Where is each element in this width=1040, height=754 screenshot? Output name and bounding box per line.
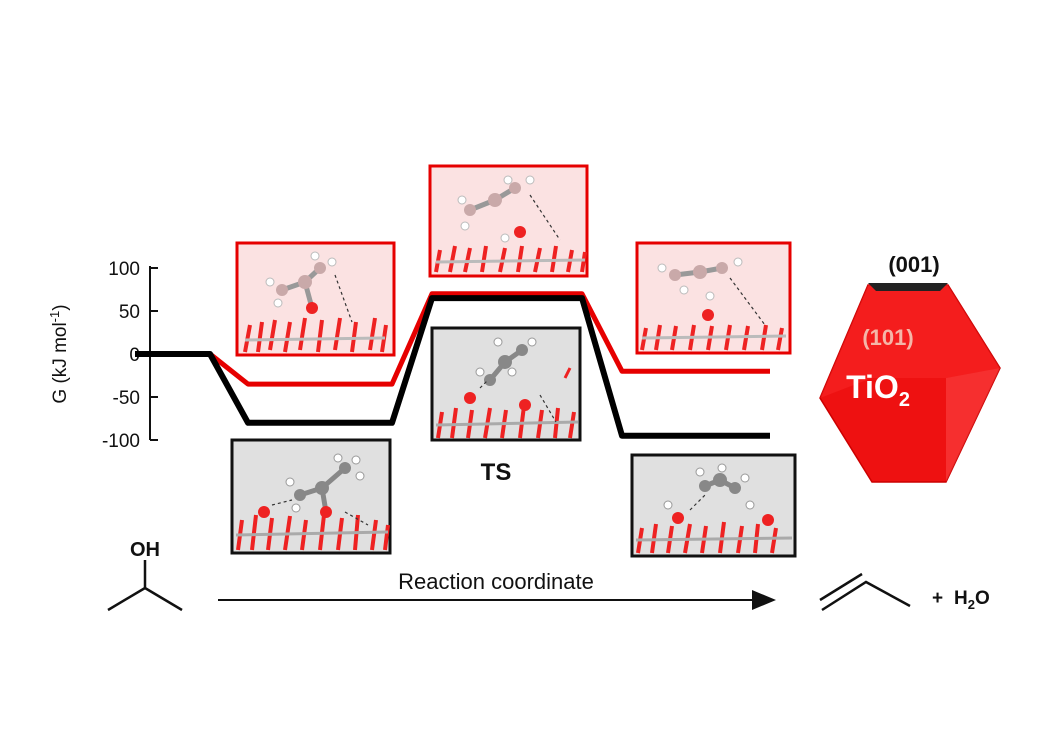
hydroxyl-label: OH (130, 539, 160, 561)
energy-profiles (135, 291, 770, 439)
adsorbate-molecule (663, 463, 774, 526)
y-tick-label: 50 (119, 302, 140, 323)
facet-001-label: (001) (888, 252, 939, 277)
y-axis-label: G (kJ mol-1) (47, 304, 71, 403)
snapshot-red-product (635, 241, 792, 355)
snapshot-red-adsorbed (235, 241, 396, 357)
y-tick-label: -50 (113, 388, 140, 409)
isopropanol-structure: OH (107, 539, 183, 612)
water-formula: H2O (954, 588, 990, 612)
surface-slab (434, 245, 587, 273)
snapshot-gray-product (630, 453, 797, 558)
surface-slab (235, 514, 390, 551)
energy-profile-line-2 (135, 295, 770, 439)
snapshot-gray-adsorbed (230, 438, 392, 555)
adsorbate-molecule (265, 251, 353, 323)
adsorbate-molecule (457, 175, 561, 243)
y-tick-label: 0 (129, 345, 140, 366)
surface-slab (435, 405, 579, 439)
tio2-formula: TiO2 (846, 369, 910, 411)
facet-101-label: (101) (862, 325, 913, 350)
energy-profile-line-1 (135, 291, 770, 387)
plus-sign: + (932, 588, 943, 609)
adsorbate-molecule (258, 453, 369, 526)
surface-slab (243, 317, 388, 353)
snapshot-gray-ts (430, 326, 582, 442)
surface-slab (635, 521, 793, 554)
propene-structure (819, 572, 911, 612)
y-tick-label: 100 (108, 259, 140, 280)
reaction-coordinate-axis: Reaction coordinate (218, 569, 776, 610)
adsorbate-molecule (464, 337, 572, 423)
ts-label: TS (481, 459, 512, 486)
y-axis: 100 50 0 -50 -100 G (kJ mol-1) (47, 259, 158, 452)
x-axis-label: Reaction coordinate (398, 569, 594, 594)
surface-slab (640, 324, 787, 351)
tio2-crystal: (001) (101) TiO2 (819, 252, 1001, 483)
facet-001-top (868, 283, 948, 291)
y-tick-label: -100 (102, 431, 140, 452)
snapshot-red-ts (428, 164, 589, 278)
adsorbate-molecule (657, 257, 766, 326)
